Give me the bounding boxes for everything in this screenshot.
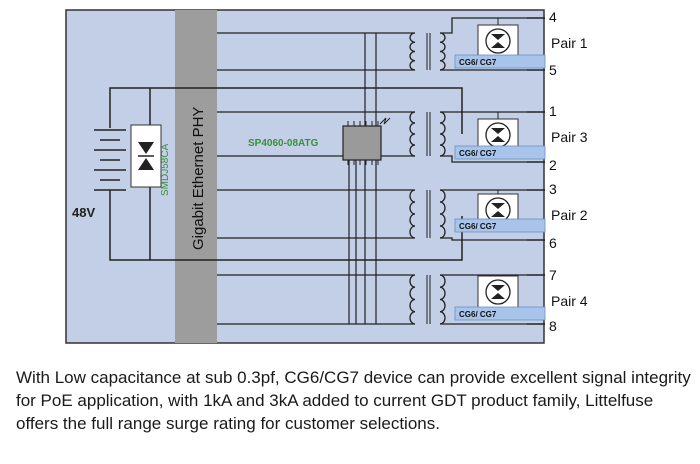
transformer-primary bbox=[409, 274, 416, 325]
gdt-icon bbox=[485, 28, 511, 54]
gdt-tag bbox=[454, 306, 546, 321]
pin-2: 2 bbox=[549, 157, 557, 173]
pin-3: 3 bbox=[549, 181, 557, 197]
gdt-label: CG6/ CG7 bbox=[459, 149, 497, 158]
connector-stubs bbox=[527, 17, 545, 325]
gdt-label: CG6/ CG7 bbox=[459, 58, 497, 67]
supply-circuit bbox=[94, 87, 463, 261]
gdt-icon bbox=[485, 279, 511, 305]
pair-3-label: Pair 3 bbox=[551, 129, 588, 145]
voltage-label: 48V bbox=[72, 205, 95, 220]
tvs-label: SMDJ58CA bbox=[160, 143, 171, 196]
phy-bar bbox=[175, 10, 217, 343]
gdt-tag bbox=[454, 145, 546, 160]
gdt-icon bbox=[485, 197, 511, 223]
tvs-diode bbox=[130, 124, 162, 188]
pair-1-label: Pair 1 bbox=[551, 35, 588, 51]
pin-7: 7 bbox=[549, 267, 557, 283]
pair-4-label: Pair 4 bbox=[551, 293, 588, 309]
caption-text: With Low capacitance at sub 0.3pf, CG6/C… bbox=[16, 368, 691, 433]
transformer-secondary bbox=[439, 189, 446, 239]
transformer-primary bbox=[409, 189, 416, 239]
pin-6: 6 bbox=[549, 235, 557, 251]
gdt-tag bbox=[454, 218, 546, 233]
poe-protection-diagram: Gigabit Ethernet PHY 48V SMDJ58CA bbox=[65, 9, 588, 344]
pair-4-block: CG6/ CG7 bbox=[409, 274, 546, 325]
pair-2-block: CG6/ CG7 bbox=[409, 111, 546, 163]
esd-chip bbox=[342, 117, 391, 165]
pin-1: 1 bbox=[549, 103, 557, 119]
pair-3-block: CG6/ CG7 bbox=[409, 189, 546, 241]
pin-5: 5 bbox=[549, 62, 557, 78]
pair-1-block: CG6/ CG7 bbox=[409, 17, 546, 71]
data-lines bbox=[217, 32, 415, 325]
transformer-secondary bbox=[439, 274, 446, 325]
pin-8: 8 bbox=[549, 318, 557, 334]
chip-label: SP4060-08ATG bbox=[248, 138, 319, 149]
gdt-icon bbox=[485, 122, 511, 148]
transformer-secondary bbox=[439, 32, 446, 71]
phy-label: Gigabit Ethernet PHY bbox=[190, 107, 207, 250]
transformer-primary bbox=[409, 111, 416, 157]
transformer-primary bbox=[409, 32, 416, 71]
pair-2-label: Pair 2 bbox=[551, 207, 588, 223]
gdt-tag bbox=[454, 54, 546, 69]
gdt-label: CG6/ CG7 bbox=[459, 310, 497, 319]
gdt-label: CG6/ CG7 bbox=[459, 222, 497, 231]
pin-4: 4 bbox=[549, 9, 557, 25]
transformer-secondary bbox=[439, 111, 446, 157]
